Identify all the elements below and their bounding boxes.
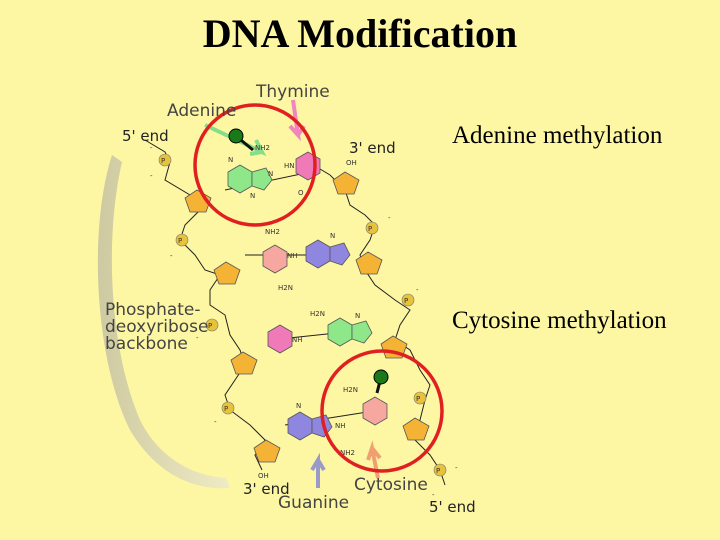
adenine-methylation-highlight-circle (193, 103, 317, 227)
backbone-brace (97, 155, 230, 489)
slide-title: DNA Modification (202, 11, 518, 56)
svg-text:-: - (150, 144, 153, 152)
svg-text:P: P (416, 395, 420, 403)
svg-text:deoxyribose: deoxyribose (105, 317, 208, 337)
svg-text:N: N (250, 192, 255, 200)
svg-text:OH: OH (346, 159, 357, 167)
cytosine-methylation-highlight-circle (320, 349, 444, 473)
svg-text:-: - (416, 286, 419, 294)
svg-text:NH2: NH2 (265, 228, 280, 236)
svg-text:HN: HN (284, 162, 295, 170)
svg-text:OH: OH (258, 472, 269, 480)
adenine-methylation-caption: Adenine methylation (452, 122, 663, 149)
svg-text:N: N (268, 170, 273, 178)
adenine-methyl-group (228, 128, 244, 144)
svg-text:P: P (178, 237, 182, 245)
svg-text:-: - (170, 252, 173, 260)
svg-text:NH2: NH2 (340, 449, 355, 457)
svg-text:N: N (296, 402, 301, 410)
svg-text:H2N: H2N (310, 310, 325, 318)
phosphate-groups (158, 153, 447, 477)
guanine-label: Guanine (278, 493, 349, 513)
svg-text:H2N: H2N (343, 386, 358, 394)
svg-text:Phosphate-: Phosphate- (105, 300, 201, 320)
svg-text:-: - (388, 214, 391, 222)
svg-text:NH2: NH2 (255, 144, 270, 152)
svg-text:N: N (355, 312, 360, 320)
svg-text:N: N (228, 156, 233, 164)
cytosine-base-bottom (362, 396, 388, 426)
cytosine-methyl-group (373, 369, 389, 385)
svg-text:O: O (298, 189, 304, 197)
svg-text:N: N (330, 232, 335, 240)
svg-text:-: - (432, 491, 435, 499)
adenine-base-top (227, 164, 273, 194)
svg-text:P: P (436, 467, 440, 475)
svg-text:NH: NH (292, 336, 303, 344)
cytosine-pointer-arrow (366, 440, 382, 479)
guanine-base-2 (305, 239, 351, 269)
svg-text:P: P (404, 297, 408, 305)
svg-text:P: P (368, 225, 372, 233)
adenine-pointer-arrow (204, 123, 267, 157)
svg-text:NH: NH (335, 422, 346, 430)
cytosine-methylation-caption: Cytosine methylation (452, 307, 667, 334)
adenine-label: Adenine (167, 101, 236, 121)
left-strand-bonds (144, 139, 266, 471)
five-prime-end-top-label: 5' end (122, 127, 169, 145)
five-prime-end-bottom-label: 5' end (429, 498, 476, 516)
cytosine-label: Cytosine (354, 475, 428, 495)
svg-text:backbone: backbone (105, 334, 188, 354)
svg-text:-: - (455, 464, 458, 472)
three-prime-end-bottom-label: 3' end (243, 480, 290, 498)
svg-text:NH: NH (287, 252, 298, 260)
svg-text:-: - (150, 172, 153, 180)
svg-text:P: P (208, 322, 212, 330)
svg-text:-: - (214, 418, 217, 426)
backbone-label: Phosphate- deoxyribose backbone (105, 300, 208, 354)
adenine-base-3 (327, 317, 373, 347)
atom-annotations: NH2 N N N HN O OH NH2 NH H2N N H2N NH N … (150, 144, 458, 499)
svg-text:P: P (224, 405, 228, 413)
three-prime-end-top-label: 3' end (349, 139, 396, 157)
thymine-base-3 (267, 324, 293, 354)
cytosine-base-2 (262, 244, 288, 274)
svg-text:H2N: H2N (278, 284, 293, 292)
svg-text:P: P (161, 157, 165, 165)
guanine-pointer-arrow (310, 452, 326, 488)
svg-text:-: - (196, 334, 199, 342)
thymine-label: Thymine (255, 82, 330, 102)
